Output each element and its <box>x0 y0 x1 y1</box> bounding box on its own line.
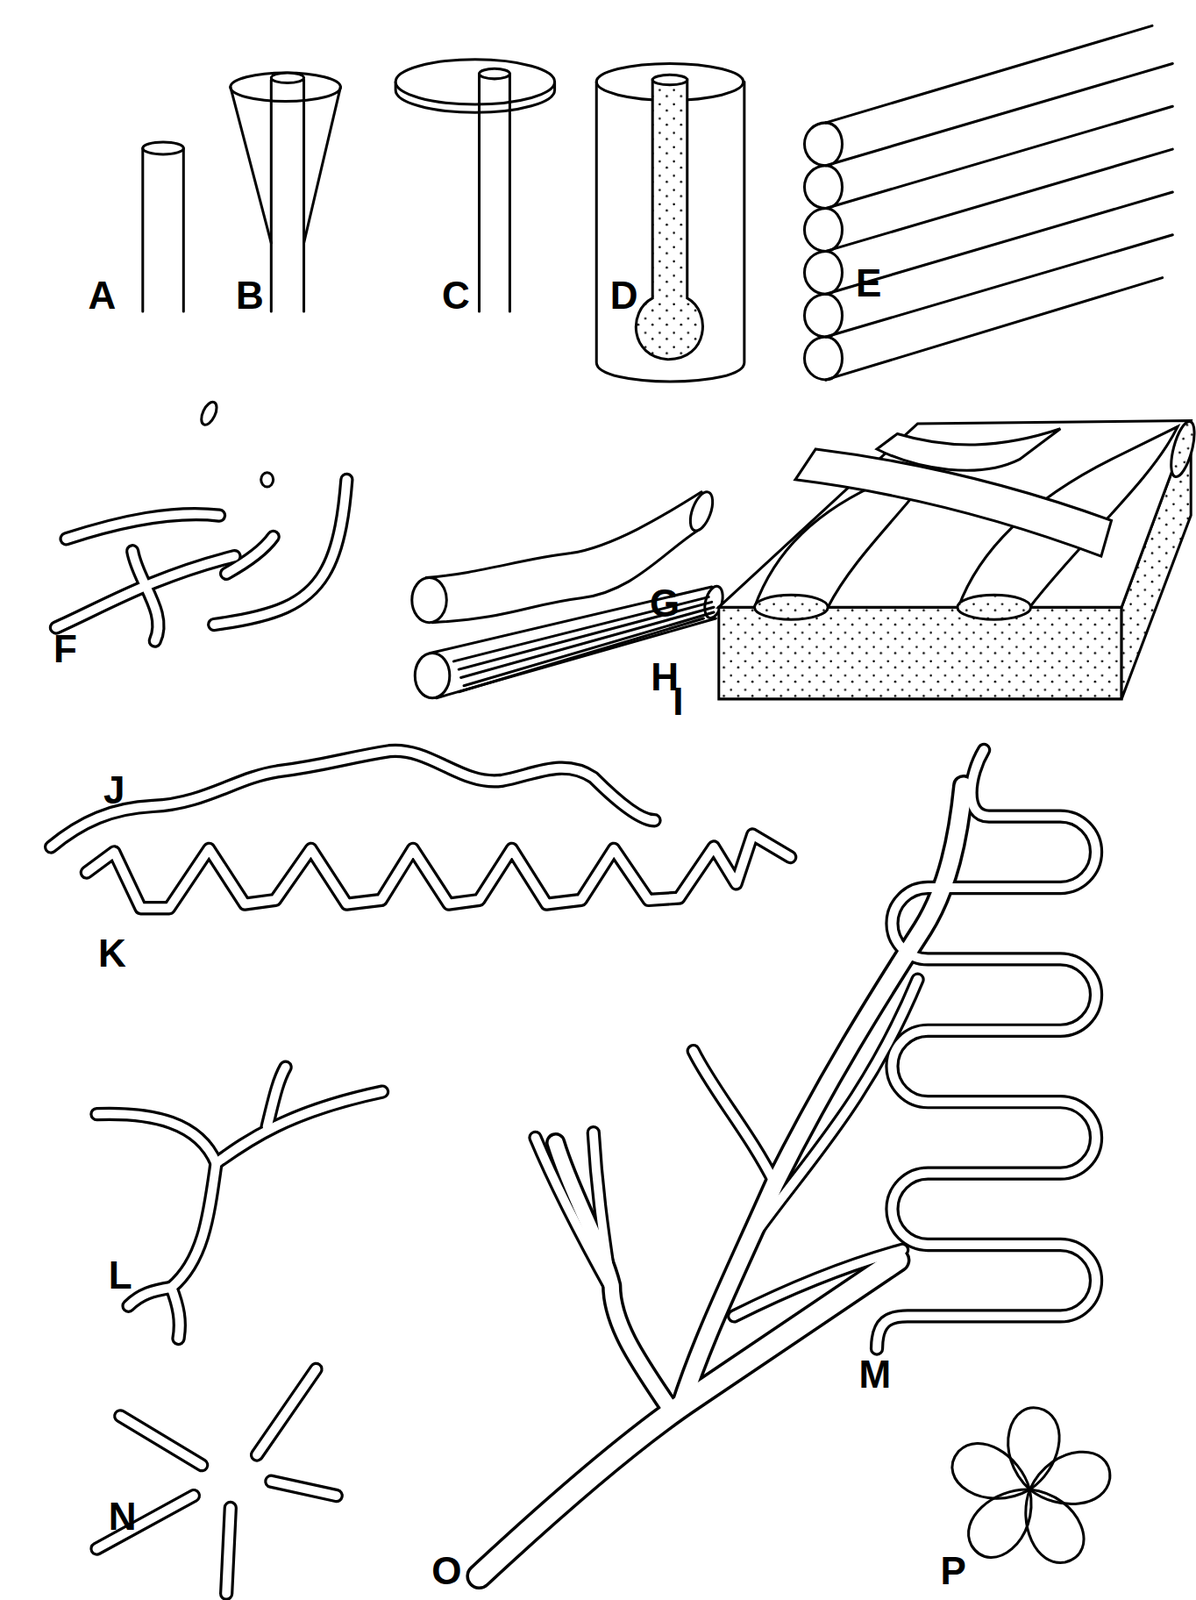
figure-letter: B <box>235 276 264 315</box>
burrows-on-bedding-block <box>719 419 1196 699</box>
figure-letter: K <box>98 933 127 973</box>
striated-tube <box>414 583 727 698</box>
rosette-burrow <box>945 1407 1117 1573</box>
figure-letter: C <box>441 276 470 315</box>
figure-letter: F <box>53 629 78 669</box>
figure-letter: P <box>940 1551 967 1590</box>
curved-tube <box>412 488 718 622</box>
disc-tube <box>395 59 555 312</box>
figure-letter: N <box>108 1496 137 1536</box>
figure-letter: A <box>87 276 116 315</box>
figure-letter: M <box>858 1354 891 1394</box>
figure-letter: L <box>108 1255 133 1295</box>
simple-tube <box>142 142 185 312</box>
stacked-tubes <box>804 25 1173 380</box>
funnel-tube <box>230 72 342 312</box>
scattered-worm-tubes <box>56 399 347 641</box>
figure-letter: G <box>649 583 680 623</box>
figure-letter: J <box>103 770 125 810</box>
burrow-in-cylinder <box>596 63 745 382</box>
figure-letter: D <box>610 276 639 315</box>
trail-tubes <box>50 749 1097 1594</box>
figure-letter: O <box>431 1551 462 1590</box>
figure-letter: E <box>855 263 882 303</box>
figure-letter: I <box>672 682 684 721</box>
